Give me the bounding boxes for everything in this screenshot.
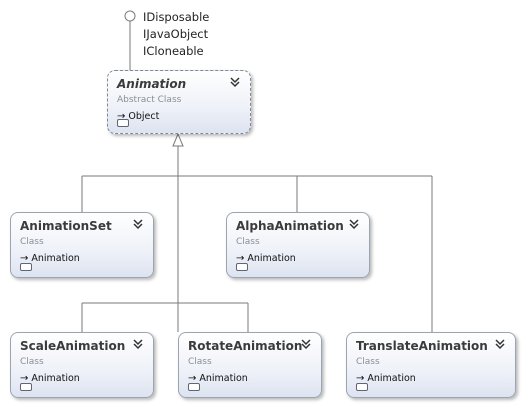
class-name: AnimationSet (20, 219, 112, 233)
double-chevron-down-icon[interactable] (228, 75, 242, 89)
compartment-toggle-icon[interactable] (188, 383, 200, 391)
class-stereotype: Class (20, 237, 44, 247)
compartment-toggle-icon[interactable] (236, 263, 248, 271)
double-chevron-down-icon[interactable] (131, 217, 145, 231)
generalization-arrowhead (172, 132, 184, 147)
double-chevron-down-icon[interactable] (131, 337, 145, 351)
compartment-toggle-icon[interactable] (117, 119, 129, 127)
interface-lollipop-icon (124, 10, 136, 22)
double-chevron-down-icon[interactable] (347, 217, 361, 231)
base-type: → Animation (356, 373, 416, 384)
base-type-label: Animation (367, 373, 416, 384)
class-stereotype: Class (188, 357, 212, 367)
class-name: ScaleAnimation (20, 339, 126, 353)
class-name: Animation (117, 77, 187, 91)
base-type: → Animation (236, 253, 296, 264)
compartment-toggle-icon[interactable] (20, 383, 32, 391)
base-type: → Animation (20, 373, 80, 384)
arrow-right-icon: → (188, 373, 197, 384)
base-type: → Object (117, 111, 159, 122)
class-box-rotateanimation[interactable]: RotateAnimation Class → Animation (178, 332, 322, 398)
compartment-toggle-icon[interactable] (356, 383, 368, 391)
interface-icloneable: ICloneable (143, 44, 204, 58)
class-name: RotateAnimation (188, 339, 303, 353)
class-stereotype: Abstract Class (117, 95, 182, 105)
interface-idisposable: IDisposable (143, 10, 210, 24)
class-box-animationset[interactable]: AnimationSet Class → Animation (10, 212, 154, 278)
class-stereotype: Class (236, 237, 260, 247)
class-box-alphaanimation[interactable]: AlphaAnimation Class → Animation (226, 212, 370, 278)
base-type-label: Object (128, 111, 160, 122)
compartment-toggle-icon[interactable] (20, 263, 32, 271)
base-type-label: Animation (199, 373, 248, 384)
class-box-translateanimation[interactable]: TranslateAnimation Class → Animation (346, 332, 516, 398)
class-box-scaleanimation[interactable]: ScaleAnimation Class → Animation (10, 332, 154, 398)
class-name: AlphaAnimation (236, 219, 344, 233)
double-chevron-down-icon[interactable] (493, 337, 507, 351)
class-box-animation[interactable]: Animation Abstract Class → Object (107, 70, 251, 134)
interface-list: IDisposable IJavaObject ICloneable (143, 9, 209, 60)
arrow-right-icon: → (20, 253, 29, 264)
class-stereotype: Class (356, 357, 380, 367)
base-type-label: Animation (31, 373, 80, 384)
base-type-label: Animation (247, 253, 296, 264)
class-name: TranslateAnimation (356, 339, 488, 353)
arrow-right-icon: → (117, 111, 126, 122)
arrow-right-icon: → (20, 373, 29, 384)
arrow-right-icon: → (356, 373, 365, 384)
interface-ijavaobject: IJavaObject (143, 27, 209, 41)
class-stereotype: Class (20, 357, 44, 367)
base-type: → Animation (188, 373, 248, 384)
base-type-label: Animation (31, 253, 80, 264)
base-type: → Animation (20, 253, 80, 264)
double-chevron-down-icon[interactable] (299, 337, 313, 351)
arrow-right-icon: → (236, 253, 245, 264)
